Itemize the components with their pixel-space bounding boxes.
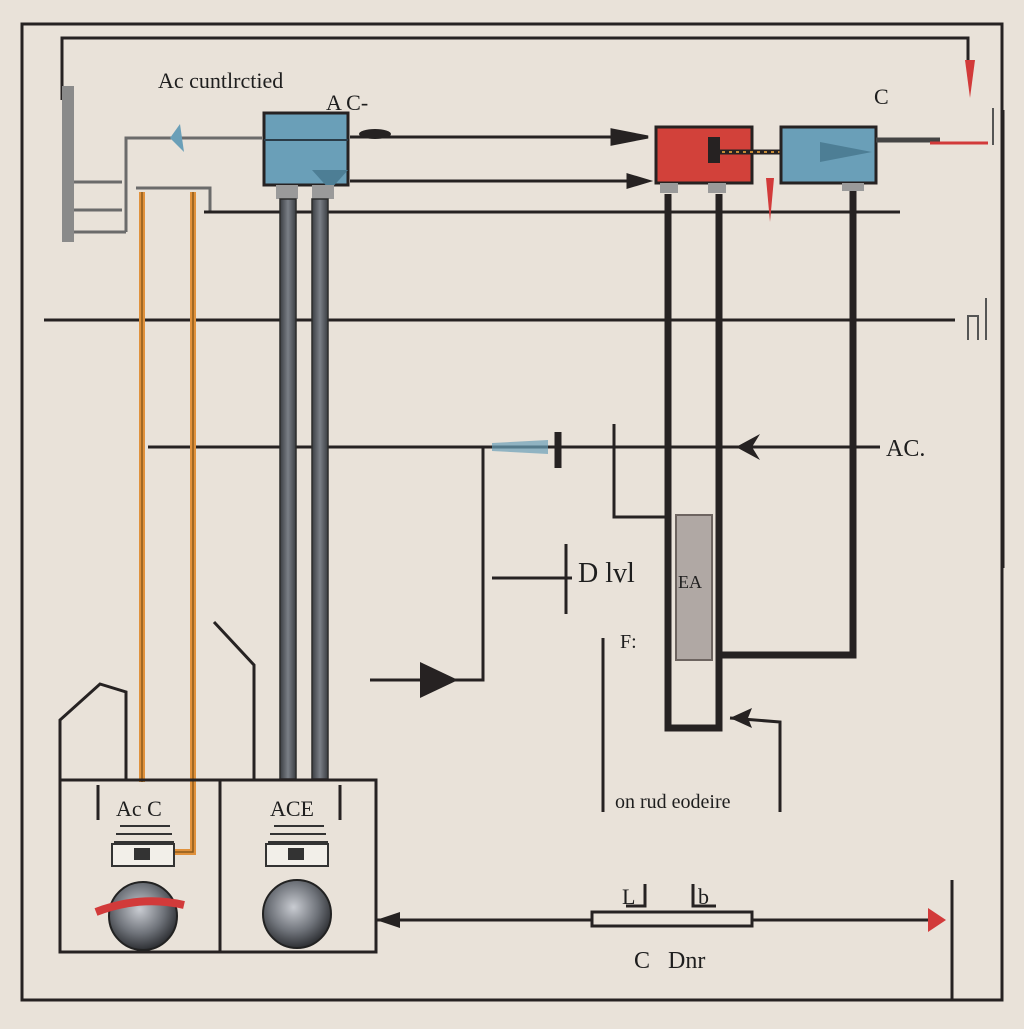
label-unit-right: ACE bbox=[270, 796, 314, 821]
label-bottom-d: Dnr bbox=[668, 948, 705, 974]
motor-icon bbox=[108, 881, 178, 951]
label-right-ac: AC. bbox=[886, 436, 925, 462]
left-bracket bbox=[62, 86, 262, 242]
label-bottom-l: L bbox=[622, 884, 635, 909]
shaded-element bbox=[675, 514, 713, 661]
orange-wires bbox=[139, 192, 196, 855]
right-terminal-icon bbox=[967, 108, 994, 340]
label-unit-left: Ac C bbox=[116, 796, 162, 821]
blue-contactor-left bbox=[262, 111, 350, 199]
label-bottom-b: b bbox=[698, 884, 709, 909]
mid-wiring bbox=[212, 424, 782, 812]
label-f: F: bbox=[620, 631, 637, 653]
ac-unit-left bbox=[94, 825, 185, 951]
outer-frame bbox=[20, 22, 1005, 1002]
top-arrows bbox=[170, 124, 654, 190]
bottom-left-arrow bbox=[376, 912, 400, 928]
label-top-title: Ac cuntlrctied bbox=[158, 68, 283, 93]
label-top-right-c: C bbox=[874, 84, 889, 109]
right-loop bbox=[664, 191, 857, 732]
label-bottom-c: C bbox=[634, 948, 650, 974]
grey-pipes bbox=[279, 198, 329, 780]
motor-icon bbox=[262, 879, 332, 949]
bottom-right-arrow bbox=[928, 908, 946, 932]
red-markers bbox=[766, 60, 975, 222]
label-bottom-note: on rud eodeire bbox=[615, 791, 731, 813]
mid-arrows bbox=[420, 434, 760, 728]
ac-unit-right bbox=[262, 825, 332, 949]
label-dlvl: D lvl bbox=[578, 558, 635, 589]
label-ea: EA bbox=[678, 572, 702, 592]
horizontal-lines bbox=[44, 210, 955, 449]
label-top-ac: A C- bbox=[326, 90, 368, 115]
blue-contactor-right bbox=[779, 125, 988, 191]
bottom-enclosure bbox=[58, 682, 378, 954]
bottom-circuit bbox=[376, 884, 930, 928]
